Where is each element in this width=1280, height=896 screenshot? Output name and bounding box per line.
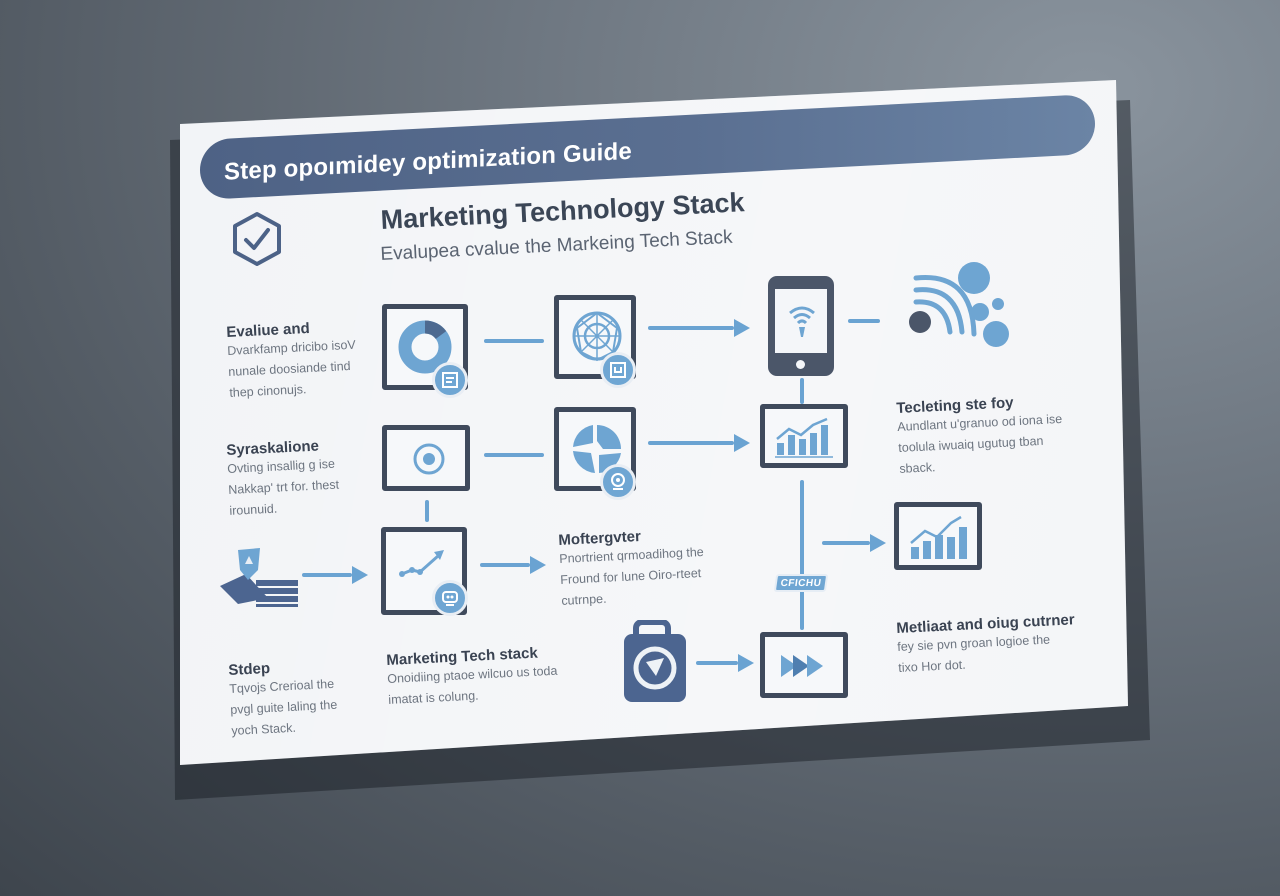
bar-chart-node-2 — [894, 502, 982, 570]
target-node — [382, 425, 470, 491]
arrow-head — [870, 534, 886, 552]
compass-bag-icon — [622, 620, 688, 704]
connector-line — [800, 378, 804, 404]
connector-line — [848, 319, 880, 323]
signal-bubbles-icon — [906, 262, 1016, 352]
tag-label: CFICHU — [779, 577, 823, 589]
pie-segments-icon — [569, 421, 625, 477]
connector-line — [800, 480, 804, 630]
arrow-head — [734, 434, 750, 452]
connector-line — [648, 441, 734, 445]
hexagon-check-icon — [228, 210, 286, 268]
growth-chart-icon — [773, 415, 837, 459]
middle-block-1: Moftergvter Pnortrient qrmoadihog the Fr… — [558, 525, 706, 612]
home-button — [796, 360, 805, 369]
trend-line-icon — [398, 546, 452, 582]
connector-line — [648, 326, 734, 330]
arrow-head — [734, 319, 750, 337]
webcam-icon — [600, 464, 636, 500]
robot-icon — [432, 580, 468, 616]
connector-line — [484, 453, 544, 457]
mobile-tablet-node — [768, 276, 834, 376]
donut-chart-icon — [397, 319, 453, 375]
banner-title: Step opoımidey optimization Guide — [224, 137, 632, 186]
left-step-3: Stdep Tqvojs Crerioal the pvgl guite lal… — [228, 657, 339, 742]
connector-line — [696, 661, 738, 665]
tablet-screen — [775, 289, 827, 353]
fast-forward-icon — [779, 651, 833, 681]
arrow-head — [738, 654, 754, 672]
left-step-2: Syraskalione Ovting insallig g ise Nakka… — [226, 437, 341, 522]
right-block-1: Tecleting ste foy Aundlant u'granuo od i… — [896, 392, 1065, 480]
report-icon — [432, 362, 468, 398]
right-block-2: Metliaat and oiug cutrner fey sie pvn gr… — [896, 611, 1077, 679]
shield-documents-icon — [218, 546, 302, 608]
middle-block-2: Marketing Tech stack Onoidiing ptaoe wil… — [386, 644, 559, 711]
pie-segments-node — [554, 407, 636, 491]
connector-line — [822, 541, 870, 545]
connector-line — [425, 500, 429, 522]
bar-chart-node-1 — [760, 404, 848, 468]
connector-icon — [600, 352, 636, 388]
connector-line — [302, 573, 352, 577]
cficheu-tag: CFICHU — [773, 574, 829, 592]
arrow-head — [530, 556, 546, 574]
connector-line — [480, 563, 530, 567]
fast-forward-node — [760, 632, 848, 698]
wifi-signal-icon — [787, 303, 817, 339]
target-icon — [412, 442, 446, 476]
growth-chart-icon — [907, 515, 971, 561]
arrow-head — [352, 566, 368, 584]
trend-line-node — [381, 527, 467, 615]
left-step-1: Evaliue and Dvarkfamp dricibo isoV nunal… — [226, 318, 358, 404]
connector-line — [484, 339, 544, 343]
